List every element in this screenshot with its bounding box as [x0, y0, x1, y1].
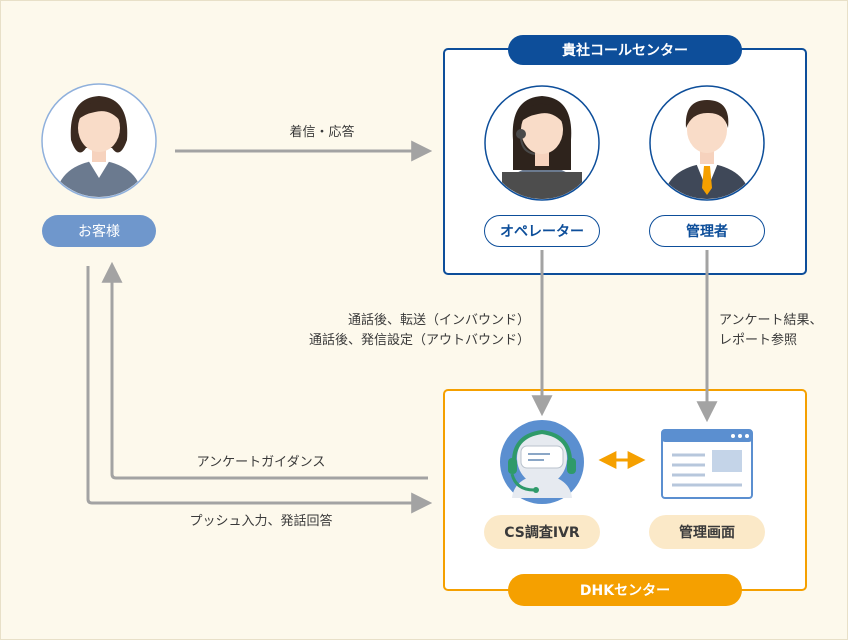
survey-guidance-label: アンケートガイダンス [196, 455, 326, 470]
ivr-robot-icon [500, 420, 584, 504]
manager-avatar-icon [649, 85, 765, 201]
arrow-push-input [86, 266, 433, 514]
customer-label: お客様 [42, 215, 156, 247]
dhk-center-title: DHKセンター [508, 574, 742, 606]
push-input-label: プッシュ入力、発話回答 [189, 514, 333, 529]
operator-avatar-icon [484, 85, 600, 201]
customer-avatar-icon [41, 83, 157, 199]
survey-result-label-line1: アンケート結果、 [719, 313, 823, 328]
manager-label: 管理者 [649, 215, 765, 247]
ivr-label: CS調査IVR [484, 515, 600, 549]
survey-result-label-line2: レポート参照 [719, 333, 798, 348]
admin-screen-label: 管理画面 [649, 515, 765, 549]
call-center-title: 貴社コールセンター [508, 35, 742, 65]
transfer-label-line1: 通話後、転送（インバウンド） [347, 313, 530, 328]
admin-screen-icon [661, 429, 753, 499]
transfer-label-line2: 通話後、発信設定（アウトバウンド） [308, 333, 530, 348]
operator-label: オペレーター [484, 215, 600, 247]
arrow-survey-guidance [101, 261, 428, 480]
incoming-call-label: 着信・応答 [289, 125, 355, 140]
